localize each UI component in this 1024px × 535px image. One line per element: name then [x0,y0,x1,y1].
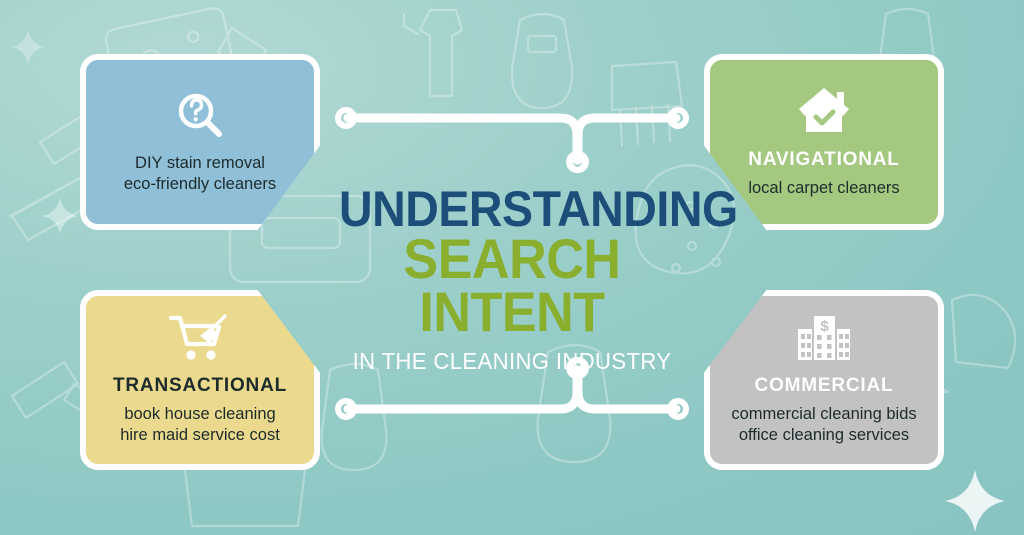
card-navigational[interactable]: NAVIGATIONAL local carpet cleaners [704,54,944,230]
card-informational[interactable]: DIY stain removal eco-friendly cleaners [80,54,320,230]
card-keywords: local carpet cleaners [748,178,899,199]
card-keyword-line: book house cleaning [124,405,276,424]
connector-bottom-right [573,365,681,414]
connector-bottom-left [343,365,582,414]
card-transactional[interactable]: TRANSACTIONAL book house cleaning hire m… [80,290,320,470]
card-keyword-line: DIY stain removal [135,154,265,173]
office-building-dollar-icon: $ [795,314,853,368]
connector-dot [667,398,689,420]
card-keyword-line: local carpet cleaners [748,178,900,197]
card-title: TRANSACTIONAL [113,374,287,396]
card-commercial[interactable]: $ COMMERCIAL commercial cleaning bids of… [704,290,944,470]
connector-dot [566,151,588,173]
card-keywords: DIY stain removal eco-friendly cleaners [124,153,276,195]
four-point-star-icon [11,30,45,64]
cart-broom-icon [168,313,231,368]
svg-text:$: $ [820,318,829,335]
four-point-star-icon [42,198,78,234]
headline-block: UNDERSTANDING SEARCH INTENT IN THE CLEAN… [326,181,738,375]
card-keyword-line: eco-friendly cleaners [123,175,277,194]
house-check-icon [796,85,852,141]
headline-line-2: SEARCH INTENT [403,227,621,343]
headline-line-1: UNDERSTANDING [339,181,738,237]
connector-top-left [343,113,582,165]
card-title: COMMERCIAL [754,374,894,396]
card-keywords: book house cleaning hire maid service co… [120,404,280,446]
card-title: NAVIGATIONAL [748,148,900,170]
card-keyword-line: office cleaning services [738,426,910,445]
connector-top-right [573,113,681,165]
card-keyword-line: commercial cleaning bids [731,405,917,424]
headline-line-3: IN THE CLEANING INDUSTRY [352,348,672,375]
connector-dot [567,151,589,173]
card-keywords: commercial cleaning bids office cleaning… [731,404,916,446]
card-keyword-line: hire maid service cost [120,426,280,445]
connector-dot [335,398,357,420]
four-point-star-icon [945,470,1005,532]
connector-dot [667,107,689,129]
connector-dot [335,107,357,129]
magnifier-question-icon [174,89,226,147]
